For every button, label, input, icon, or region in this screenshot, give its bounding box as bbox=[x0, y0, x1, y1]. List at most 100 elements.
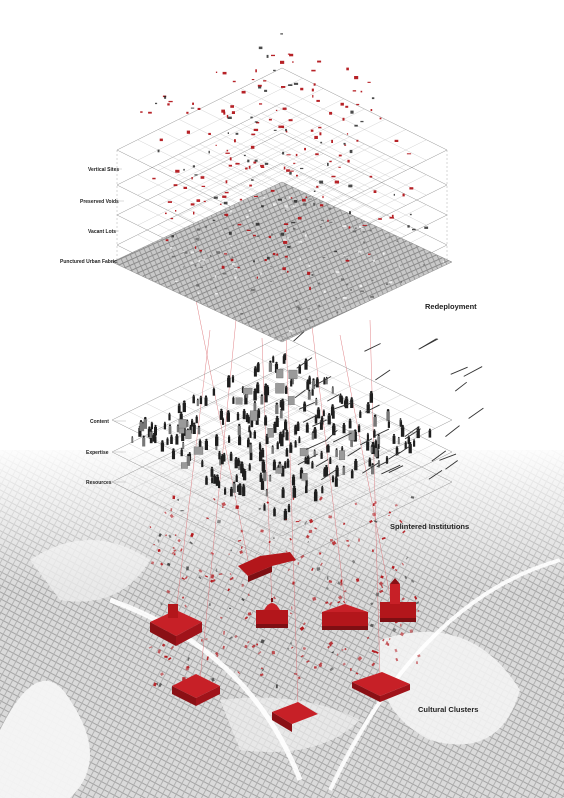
person-body bbox=[285, 387, 287, 394]
person-body bbox=[213, 476, 216, 484]
display-panel bbox=[250, 411, 257, 421]
person-head bbox=[177, 424, 179, 426]
person-head bbox=[280, 409, 282, 411]
fabric-block bbox=[210, 255, 212, 257]
fabric-block bbox=[308, 308, 309, 310]
person-head bbox=[284, 509, 287, 512]
person-figure bbox=[232, 396, 234, 404]
label-content: Content bbox=[90, 419, 109, 425]
fabric-block bbox=[235, 276, 237, 279]
dark-block bbox=[155, 103, 157, 104]
person-figure bbox=[285, 430, 288, 441]
person-head bbox=[297, 421, 299, 423]
dark-block bbox=[264, 90, 267, 92]
person-body bbox=[401, 427, 404, 437]
person-head bbox=[341, 446, 342, 447]
person-head bbox=[285, 386, 287, 388]
fabric-block bbox=[232, 263, 235, 265]
person-body bbox=[257, 364, 260, 372]
fabric-block bbox=[370, 230, 372, 231]
red-block bbox=[259, 103, 262, 104]
red-block bbox=[255, 69, 257, 72]
person-head bbox=[148, 426, 150, 428]
person-head bbox=[205, 439, 207, 441]
red-block bbox=[193, 212, 194, 215]
person-body bbox=[321, 418, 323, 425]
person-figure bbox=[192, 394, 195, 403]
section-title-splintered-institutions: Splintered Institutions bbox=[390, 522, 469, 531]
dark-block bbox=[294, 200, 298, 203]
person-body bbox=[175, 436, 178, 445]
person-head bbox=[211, 467, 213, 469]
fabric-block bbox=[223, 273, 226, 275]
person-head bbox=[264, 503, 266, 505]
person-head bbox=[246, 413, 248, 415]
dark-block bbox=[244, 155, 246, 156]
person-body bbox=[312, 433, 314, 440]
red-block bbox=[290, 171, 294, 172]
red-block bbox=[249, 185, 252, 187]
red-fragment bbox=[235, 505, 239, 509]
role-tag-mark bbox=[451, 367, 468, 374]
person-head bbox=[321, 416, 323, 418]
fabric-block bbox=[321, 220, 324, 221]
person-figure bbox=[393, 434, 396, 444]
display-panel bbox=[289, 370, 298, 379]
display-panel bbox=[288, 396, 294, 404]
person-figure bbox=[238, 434, 241, 445]
person-body bbox=[154, 427, 157, 435]
person-body bbox=[168, 414, 170, 420]
dark-block bbox=[255, 121, 258, 122]
red-block bbox=[281, 86, 285, 88]
dark-block bbox=[193, 165, 195, 167]
fabric-block bbox=[389, 281, 393, 283]
person-head bbox=[345, 396, 348, 399]
fabric-block bbox=[318, 283, 321, 285]
person-figure bbox=[254, 366, 257, 376]
person-body bbox=[218, 453, 220, 460]
person-body bbox=[339, 395, 342, 402]
red-block bbox=[240, 199, 242, 201]
person-head bbox=[369, 457, 371, 459]
person-head bbox=[398, 437, 400, 439]
red-block bbox=[168, 201, 172, 203]
red-fragment bbox=[372, 549, 374, 552]
person-body bbox=[198, 427, 200, 434]
red-block bbox=[354, 76, 358, 79]
person-figure bbox=[183, 400, 186, 412]
red-fragment bbox=[309, 530, 313, 533]
person-head bbox=[182, 442, 184, 444]
person-head bbox=[373, 429, 375, 431]
fabric-block bbox=[401, 281, 402, 283]
red-block bbox=[287, 154, 291, 155]
person-figure bbox=[276, 416, 279, 427]
dark-block bbox=[183, 169, 185, 171]
fabric-block bbox=[320, 226, 322, 227]
red-block bbox=[276, 254, 278, 256]
red-block bbox=[291, 197, 293, 198]
person-head bbox=[169, 424, 171, 426]
person-head bbox=[351, 397, 353, 399]
person-head bbox=[242, 386, 244, 388]
red-block bbox=[226, 180, 228, 183]
person-head bbox=[273, 459, 275, 461]
person-body bbox=[359, 412, 361, 418]
red-fragment bbox=[330, 539, 333, 541]
red-block bbox=[167, 103, 169, 105]
person-body bbox=[288, 505, 290, 512]
person-body bbox=[273, 509, 276, 516]
person-body bbox=[377, 436, 380, 444]
person-body bbox=[172, 450, 175, 459]
dark-block bbox=[191, 108, 194, 109]
red-block bbox=[235, 163, 239, 165]
person-body bbox=[256, 384, 259, 393]
person-figure bbox=[253, 401, 256, 411]
dark-block bbox=[158, 150, 160, 153]
person-head bbox=[300, 467, 302, 469]
red-block bbox=[229, 165, 232, 167]
person-body bbox=[200, 397, 202, 404]
person-body bbox=[240, 464, 243, 474]
fabric-block bbox=[287, 258, 288, 260]
person-body bbox=[238, 436, 241, 445]
dark-block bbox=[285, 129, 287, 131]
